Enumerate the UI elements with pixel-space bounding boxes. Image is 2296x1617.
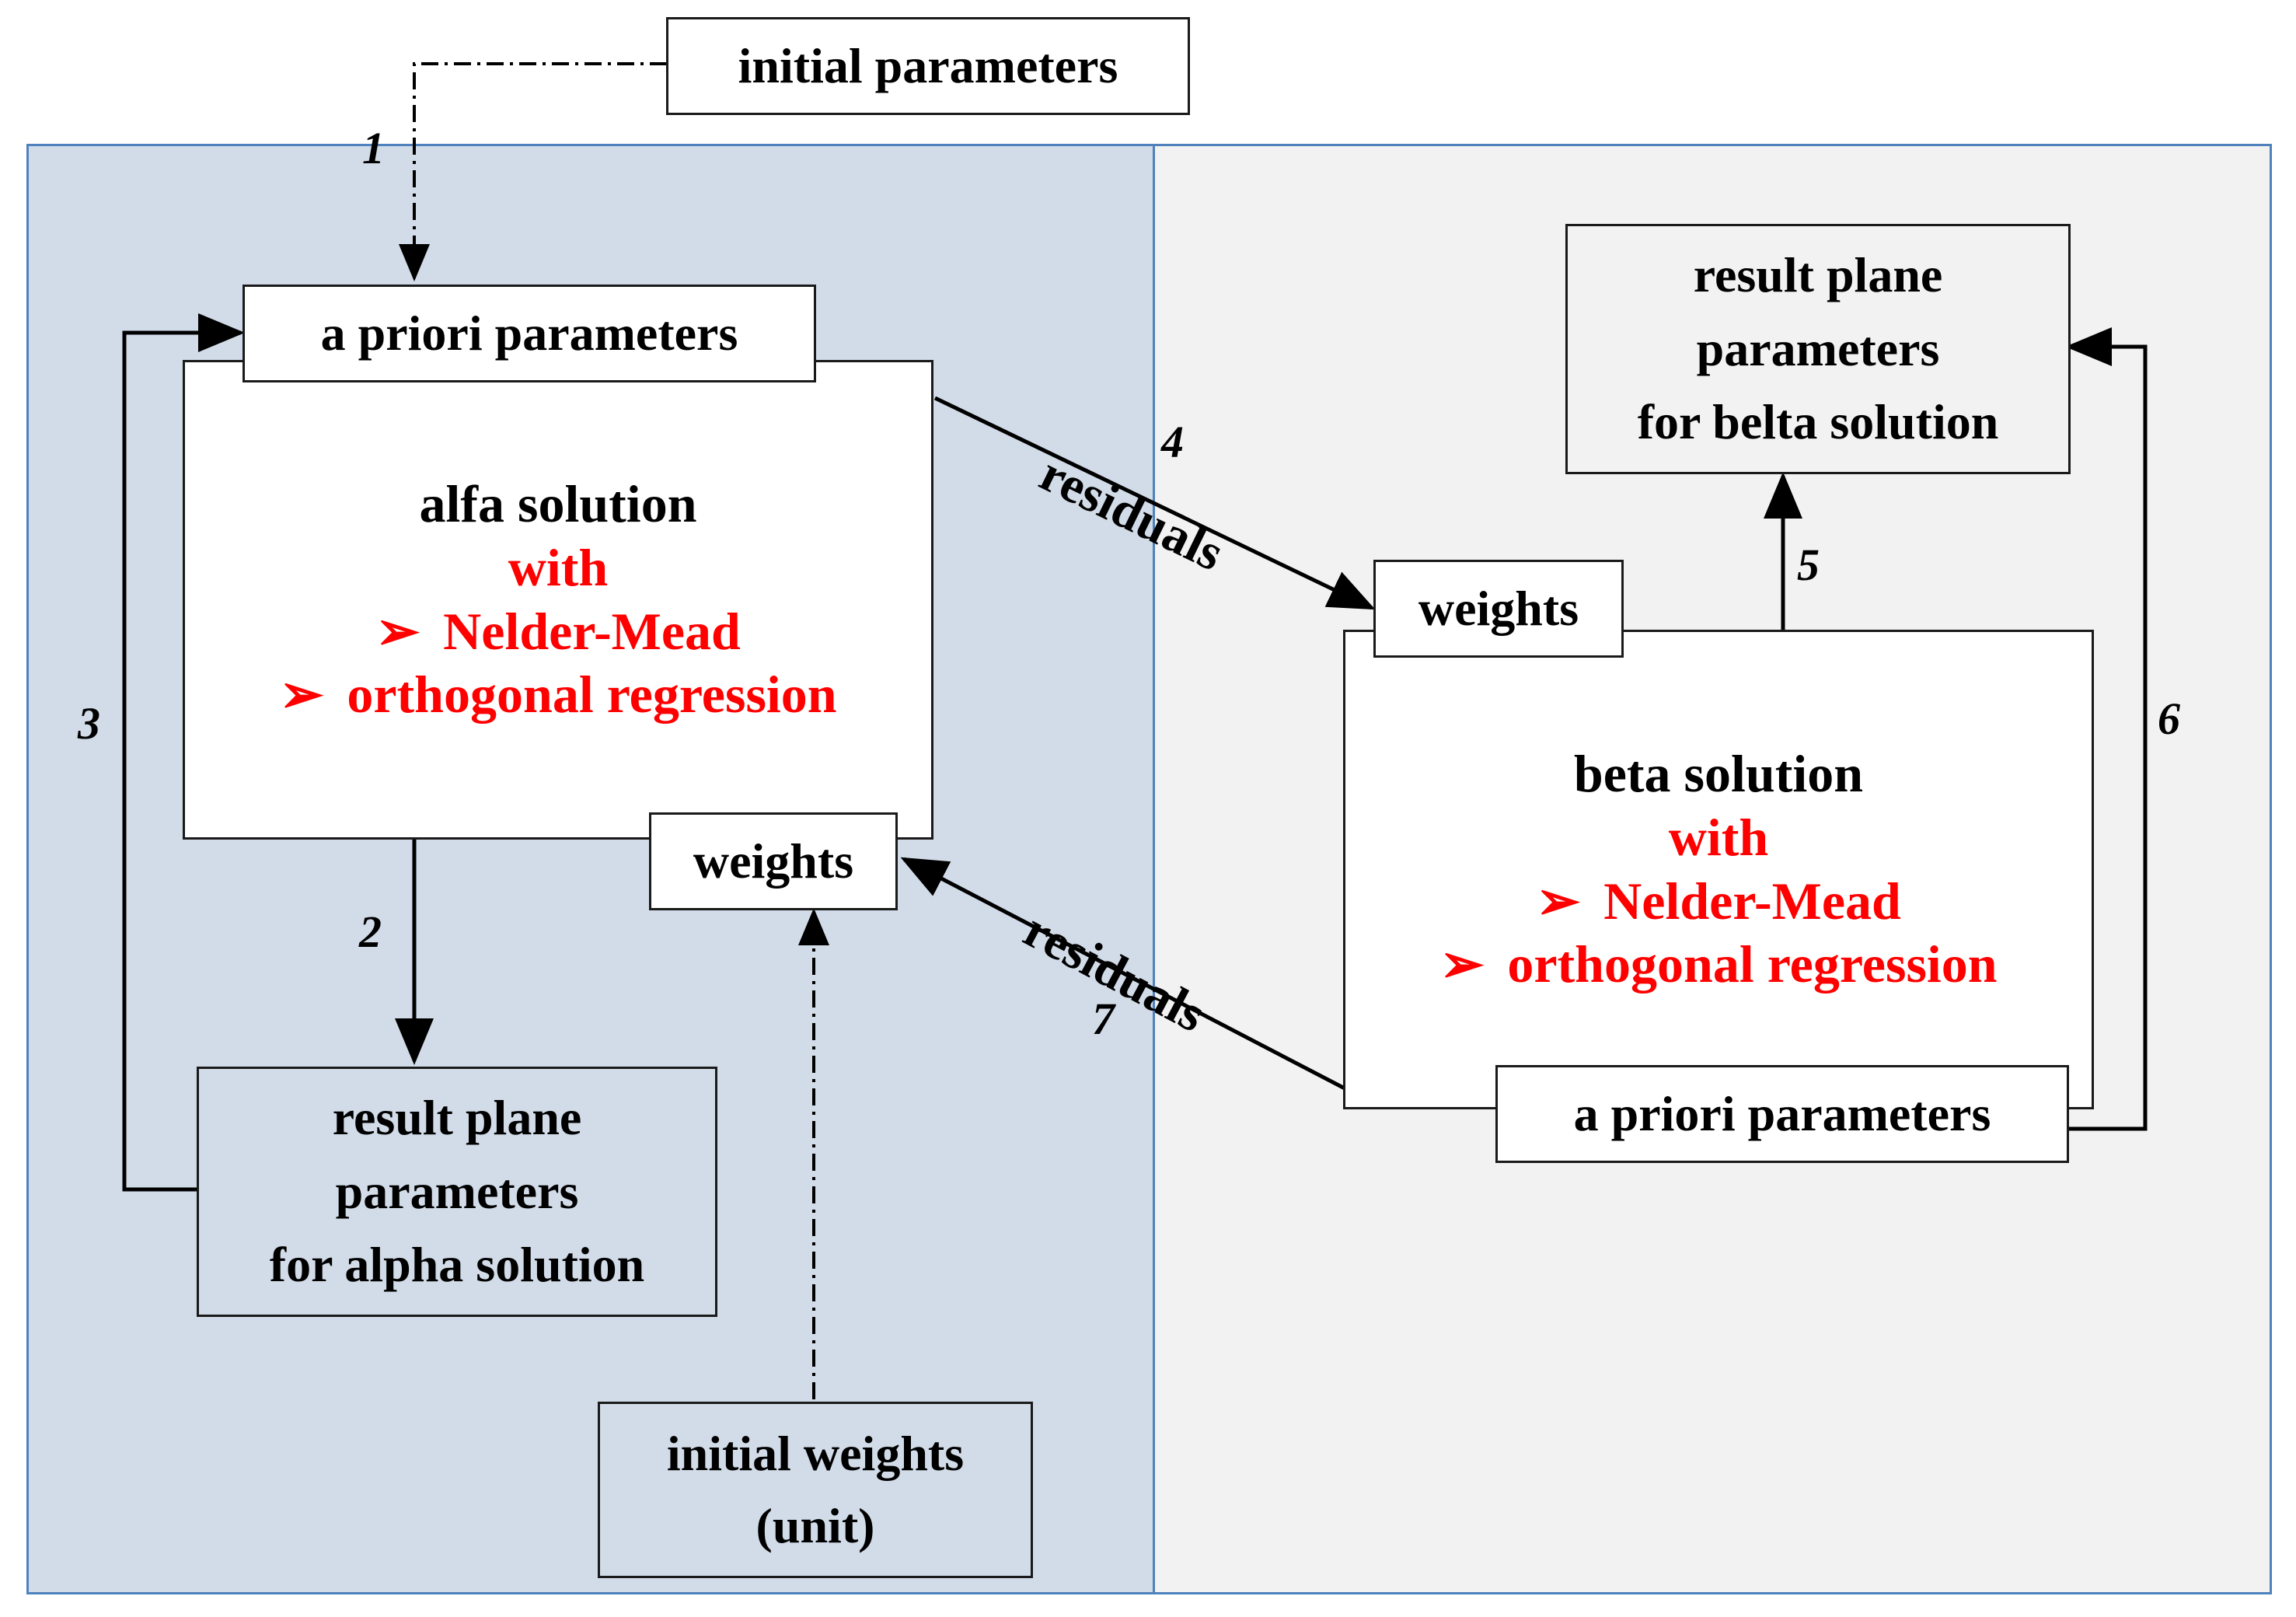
result-alpha-line-1: result plane — [332, 1089, 582, 1145]
a-priori-parameters-alpha-box: a priori parameters — [243, 285, 816, 382]
initial-parameters-box: initial parameters — [666, 17, 1190, 115]
result-beta-line-2: parameters — [1696, 320, 1940, 376]
bullet-arrow-icon: ➢ — [1536, 871, 1581, 931]
bullet-arrow-icon: ➢ — [1439, 934, 1485, 994]
edge-initial-params-to-a-priori — [399, 62, 667, 281]
step-number-2: 2 — [359, 906, 382, 957]
step-number-6: 6 — [2158, 693, 2180, 744]
edge-a-priori-beta-loop — [2065, 327, 2148, 1131]
bullet-arrow-icon: ➢ — [279, 665, 324, 725]
result-alpha-line-2: parameters — [335, 1163, 579, 1219]
initial-weights-box: initial weights (unit) — [598, 1402, 1033, 1578]
beta-method-nelder-mead: ➢Nelder-Mead — [1536, 870, 1901, 934]
result-beta-line-1: result plane — [1693, 246, 1943, 302]
step-number-5: 5 — [1797, 540, 1820, 590]
alfa-method-orthogonal-regression: ➢orthogonal regression — [279, 663, 836, 727]
step-number-1: 1 — [362, 123, 385, 173]
alfa-method-nelder-mead: ➢Nelder-Mead — [375, 600, 741, 664]
step-number-4: 4 — [1161, 417, 1184, 467]
initial-parameters-text: initial parameters — [738, 37, 1118, 93]
step-number-3: 3 — [78, 698, 100, 749]
edge-result-alpha-feedback — [122, 313, 245, 1192]
alfa-solution-box: alfa solution with ➢Nelder-Mead ➢orthogo… — [183, 360, 933, 840]
beta-solution-box: beta solution with ➢Nelder-Mead ➢orthogo… — [1343, 630, 2094, 1109]
result-beta-box: result plane parameters for belta soluti… — [1565, 224, 2071, 474]
result-alpha-box: result plane parameters for alpha soluti… — [197, 1067, 717, 1317]
result-alpha-line-3: for alpha solution — [269, 1237, 645, 1293]
weights-alpha-box: weights — [649, 812, 898, 910]
result-beta-line-3: for belta solution — [1637, 394, 1999, 450]
initial-weights-line-2: (unit) — [755, 1497, 875, 1553]
weights-alpha-text: weights — [693, 833, 854, 889]
edge-residuals-to-beta — [933, 396, 1376, 610]
beta-method-orthogonal-regression: ➢orthogonal regression — [1439, 933, 1997, 997]
alfa-solution-title: alfa solution — [419, 474, 697, 534]
edge-residuals-to-alpha — [900, 857, 1346, 1091]
a-priori-parameters-beta-text: a priori parameters — [1573, 1085, 1991, 1141]
weights-beta-text: weights — [1418, 580, 1579, 636]
bullet-arrow-icon: ➢ — [375, 601, 420, 661]
initial-weights-line-1: initial weights — [666, 1425, 965, 1481]
a-priori-parameters-alpha-text: a priori parameters — [320, 305, 738, 361]
step-number-7: 7 — [1092, 994, 1115, 1044]
weights-beta-box: weights — [1373, 560, 1624, 658]
a-priori-parameters-beta-box: a priori parameters — [1495, 1065, 2069, 1163]
alfa-solution-with: with — [508, 537, 609, 597]
beta-solution-title: beta solution — [1573, 744, 1864, 804]
beta-solution-with: with — [1668, 807, 1769, 867]
